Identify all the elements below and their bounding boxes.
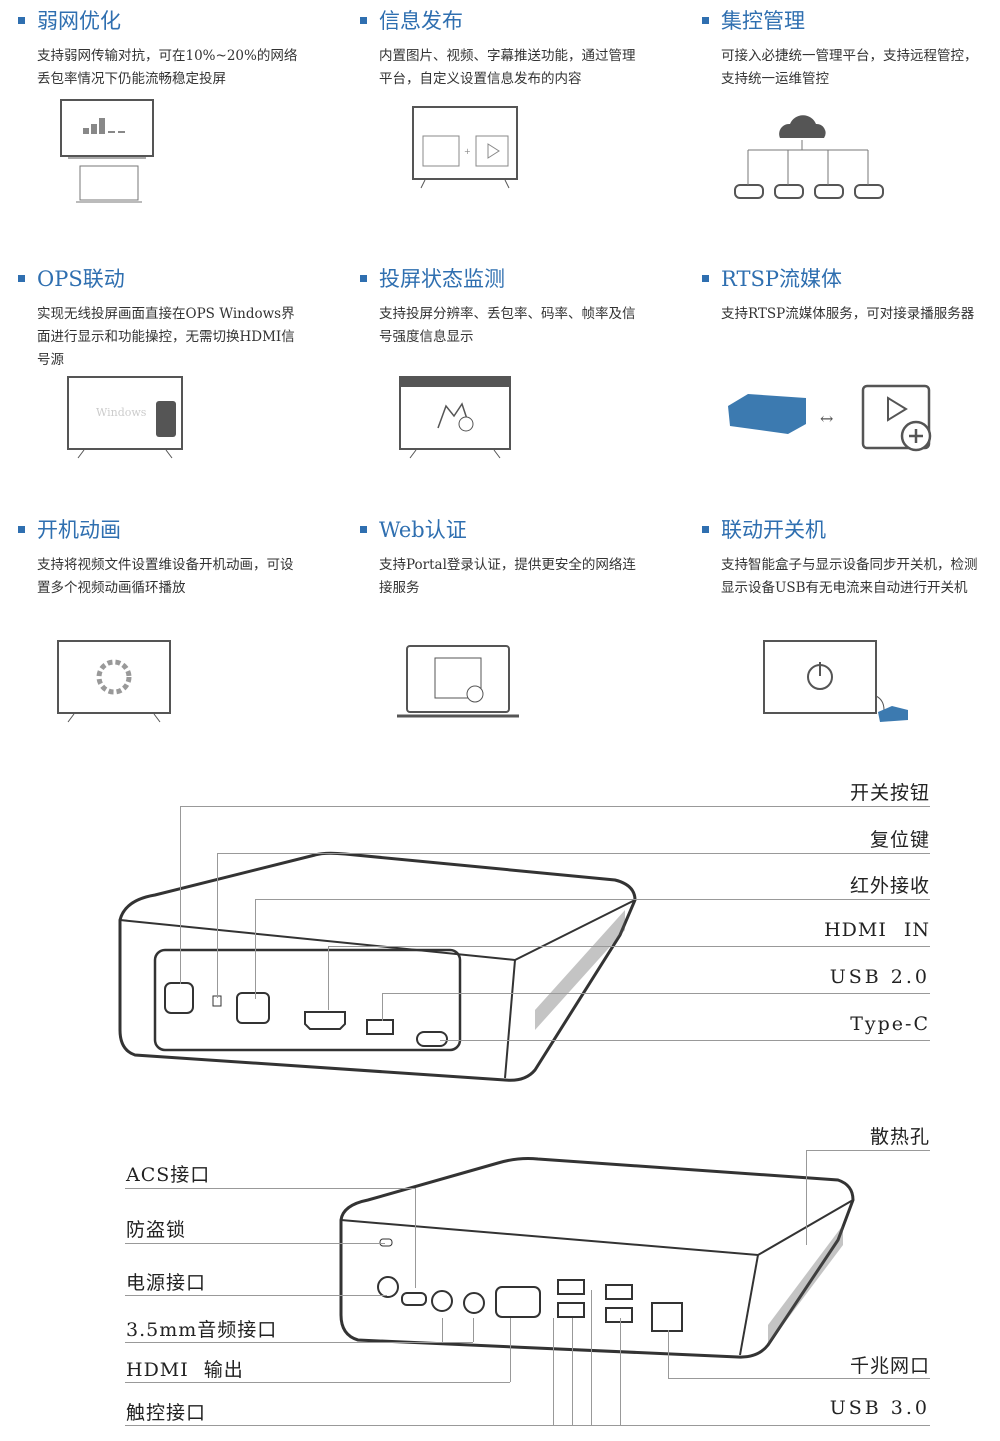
svg-text:↔: ↔: [820, 409, 833, 428]
leader-line: [180, 806, 181, 984]
windows-text: Windows: [96, 406, 147, 419]
leader-line: [180, 806, 930, 807]
leader-line: [217, 853, 930, 854]
bullet-icon: [18, 525, 25, 533]
bullet-icon: [702, 525, 709, 533]
feature-title: 弱网优化: [37, 9, 121, 33]
feature-title: 投屏状态监测: [379, 267, 505, 291]
leader-line: [572, 1318, 573, 1425]
bullet-icon: [18, 274, 25, 282]
monitor-illustration: [398, 376, 514, 460]
label-security-lock: 防盗锁: [126, 1219, 187, 1241]
bullet-icon: [702, 16, 709, 24]
feature-title: Web认证: [379, 518, 467, 542]
leader-line: [217, 853, 218, 998]
leader-line: [415, 1188, 416, 1288]
feature-desc: 支持将视频文件设置维设备开机动画，可设置多个视频动画循环播放: [37, 557, 294, 596]
boot-animation-illustration: [56, 640, 174, 724]
feature-title: 集控管理: [721, 9, 805, 33]
central-control-illustration: [730, 110, 890, 205]
feature-title: RTSP流媒体: [721, 267, 842, 291]
label-ir-receiver: 红外接收: [849, 875, 930, 897]
feature-desc: 实现无线投屏画面直接在OPS Windows界面进行显示和功能操控，无需切换HD…: [37, 306, 295, 368]
leader-line: [125, 1382, 510, 1383]
leader-line: [382, 993, 930, 994]
leader-line: [620, 1318, 621, 1425]
label-hdmi-out: HDMI 输出: [126, 1359, 244, 1381]
feature-联动开关机: 联动开关机支持智能盒子与显示设备同步开关机，检测显示设备USB有无电流来自动进行…: [702, 516, 992, 600]
feature-desc: 支持RTSP流媒体服务，可对接录播服务器: [721, 306, 975, 322]
leader-line: [510, 1318, 511, 1382]
linked-power-illustration: [762, 640, 912, 726]
web-auth-illustration: [395, 644, 523, 722]
feature-信息发布: 信息发布内置图片、视频、字幕推送功能，通过管理平台，自定义设置信息发布的内容: [360, 7, 650, 91]
label-power-port: 电源接口: [126, 1272, 207, 1294]
leader-line: [442, 1318, 443, 1342]
leader-line: [328, 946, 930, 947]
label-type-c: Type-C: [850, 1013, 930, 1035]
device-back-view: [338, 1155, 858, 1365]
leader-line: [806, 1150, 930, 1151]
label-touch-port: 触控接口: [126, 1402, 207, 1424]
feature-title: 开机动画: [37, 518, 121, 542]
feature-desc: 支持智能盒子与显示设备同步开关机，检测显示设备USB有无电流来自动进行开关机: [721, 557, 978, 596]
leader-line: [125, 1425, 930, 1426]
label-usb3: USB 3.0: [829, 1397, 930, 1419]
leader-line: [255, 899, 930, 900]
leader-line: [125, 1295, 387, 1296]
feature-desc: 内置图片、视频、字幕推送功能，通过管理平台，自定义设置信息发布的内容: [379, 48, 636, 87]
info-publish-illustration: +: [411, 106, 521, 190]
bullet-icon: [702, 274, 709, 282]
bullet-icon: [360, 16, 367, 24]
leader-line: [473, 1318, 474, 1342]
feature-title: OPS联动: [37, 267, 125, 291]
feature-弱网优化: 弱网优化支持弱网传输对抗，可在10%~20%的网络丢包率情况下仍能流畅稳定投屏: [18, 7, 308, 91]
bullet-icon: [18, 16, 25, 24]
feature-RTSP流媒体: RTSP流媒体支持RTSP流媒体服务，可对接录播服务器: [702, 265, 992, 326]
leader-line: [328, 946, 329, 1010]
leader-line: [125, 1188, 415, 1189]
leader-line: [440, 1040, 930, 1041]
label-audio-port: 3.5mm音频接口: [126, 1319, 278, 1341]
label-vents: 散热孔: [869, 1126, 930, 1148]
leader-line: [806, 1150, 807, 1245]
leader-line: [591, 1290, 592, 1425]
leader-line: [382, 993, 383, 1021]
feature-OPS联动: OPS联动实现无线投屏画面直接在OPS Windows界面进行显示和功能操控，无…: [18, 265, 308, 372]
feature-title: 信息发布: [379, 9, 463, 33]
feature-开机动画: 开机动画支持将视频文件设置维设备开机动画，可设置多个视频动画循环播放: [18, 516, 308, 600]
label-usb2: USB 2.0: [829, 966, 930, 988]
feature-desc: 支持投屏分辨率、丢包率、码率、帧率及信号强度信息显示: [379, 306, 636, 345]
bullet-icon: [360, 525, 367, 533]
feature-desc: 支持弱网传输对抗，可在10%~20%的网络丢包率情况下仍能流畅稳定投屏: [37, 48, 298, 87]
label-acs-port: ACS接口: [126, 1164, 211, 1186]
weak-network-illustration: [58, 98, 158, 208]
leader-line: [668, 1378, 930, 1379]
label-hdmi-in: HDMI IN: [824, 919, 930, 941]
leader-line: [125, 1342, 473, 1343]
label-gigabit-port: 千兆网口: [849, 1355, 930, 1377]
feature-desc: 可接入必捷统一管理平台，支持远程管控，支持统一运维管控: [721, 48, 978, 87]
feature-集控管理: 集控管理可接入必捷统一管理平台，支持远程管控，支持统一运维管控: [702, 7, 992, 91]
label-power-button: 开关按钮: [849, 782, 930, 804]
feature-desc: 支持Portal登录认证，提供更安全的网络连接服务: [379, 557, 636, 596]
svg-text:+: +: [464, 147, 471, 156]
leader-line: [668, 1330, 669, 1378]
feature-Web认证: Web认证支持Portal登录认证，提供更安全的网络连接服务: [360, 516, 650, 600]
leader-line: [553, 1318, 554, 1425]
rtsp-illustration: ↔: [728, 384, 938, 454]
ops-illustration: Windows: [66, 376, 186, 460]
bullet-icon: [360, 274, 367, 282]
leader-line: [125, 1243, 385, 1244]
feature-投屏状态监测: 投屏状态监测支持投屏分辨率、丢包率、码率、帧率及信号强度信息显示: [360, 265, 650, 349]
label-reset-key: 复位键: [869, 829, 930, 851]
device-front-view: [115, 850, 640, 1085]
feature-title: 联动开关机: [721, 518, 826, 542]
leader-line: [255, 899, 256, 999]
